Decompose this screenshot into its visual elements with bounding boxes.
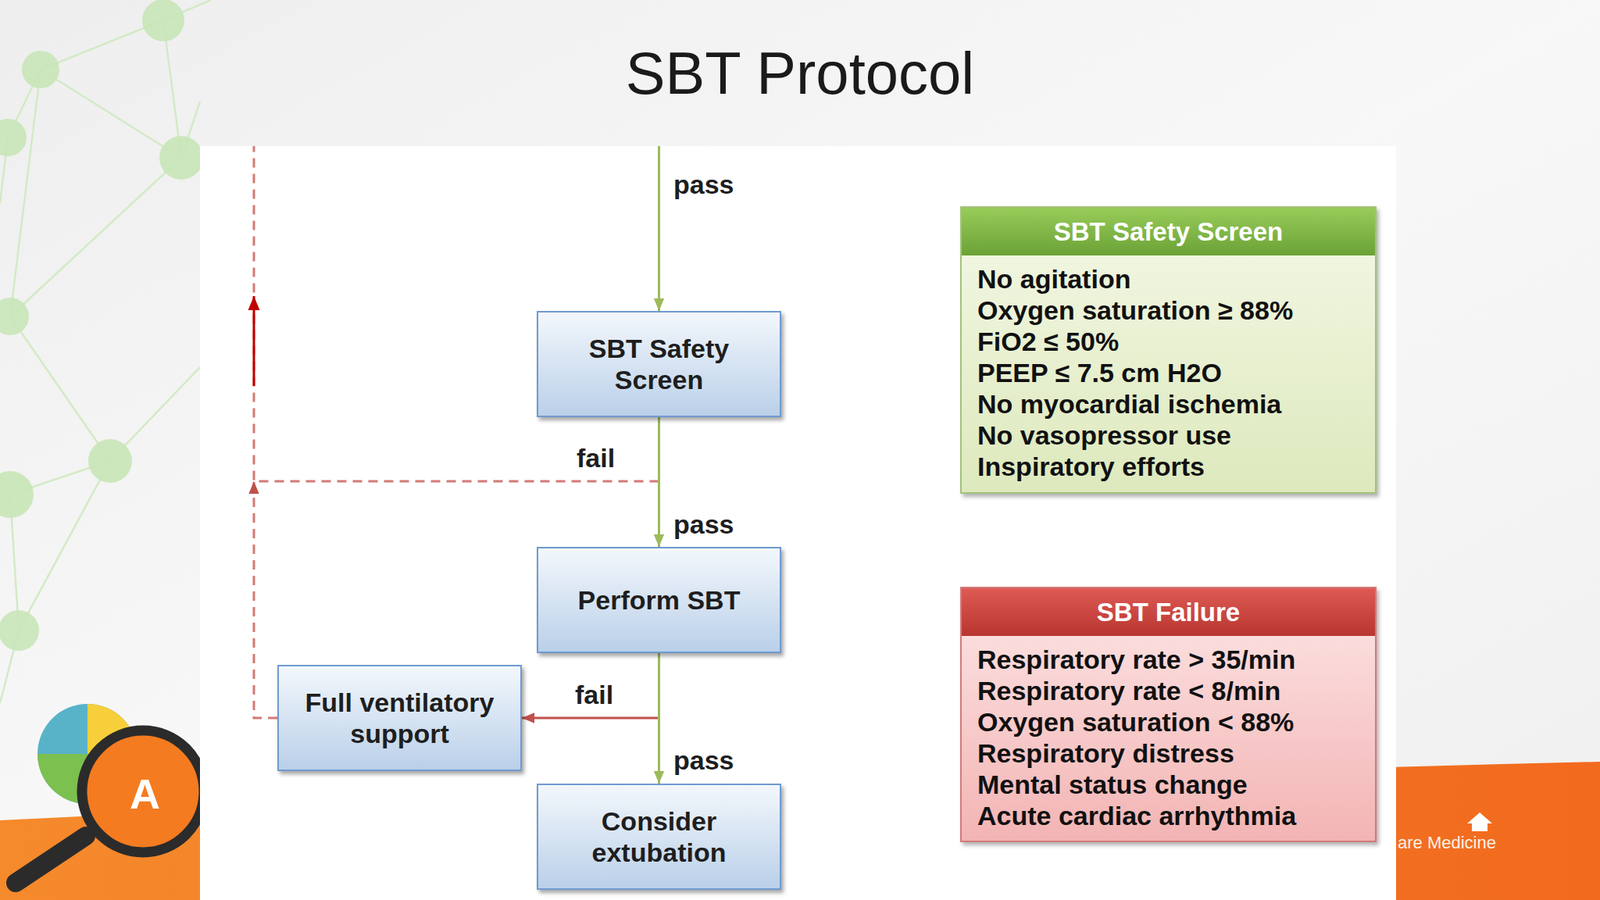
process-box: Perform SBT xyxy=(536,546,782,654)
brand-watermark: are Medicine xyxy=(1397,819,1497,867)
flow-label: fail xyxy=(575,678,614,711)
panel-heading: SBT Safety Screen xyxy=(961,207,1375,256)
flow-label: pass xyxy=(673,744,735,776)
process-box: Full ventilatory support xyxy=(277,664,522,772)
criteria-item: Oxygen saturation < 88% xyxy=(977,706,1360,738)
content-panel xyxy=(200,146,1397,900)
retry-loop-line xyxy=(253,481,278,718)
logo-letter: A xyxy=(129,770,161,818)
entry-arrow xyxy=(657,146,661,311)
box-label: Consider extubation xyxy=(546,805,772,868)
process-box: SBT Safety Screen xyxy=(536,310,782,418)
box-label: SBT Safety Screen xyxy=(546,332,772,396)
criteria-item: PEEP ≤ 7.5 cm H2O xyxy=(977,357,1360,389)
panel-body: No agitationOxygen saturation ≥ 88%FiO2 … xyxy=(961,255,1375,490)
box-text: SBT Safety Screen xyxy=(546,332,772,396)
criteria-item: No agitation xyxy=(977,263,1360,295)
network-lines xyxy=(0,0,211,704)
criteria-item: Inspiratory efforts xyxy=(977,450,1360,483)
box-label: Full ventilatory support xyxy=(286,686,513,750)
box-text: Perform SBT xyxy=(578,584,741,616)
criteria-item: Respiratory rate < 8/min xyxy=(977,675,1360,707)
process-box: Consider extubation xyxy=(536,783,782,890)
box-text: Full ventilatory support xyxy=(286,686,513,750)
criteria-item: Respiratory distress xyxy=(977,737,1360,769)
criteria-item: Oxygen saturation ≥ 88% xyxy=(977,294,1360,326)
slide-title: SBT Protocol xyxy=(0,38,1600,109)
criteria-item: Respiratory rate > 35/min xyxy=(977,643,1360,675)
flow-label: pass xyxy=(673,160,735,208)
magnifier-logo xyxy=(15,703,204,883)
brand-icon xyxy=(1467,812,1493,832)
flow-label: fail xyxy=(576,434,615,482)
box-label: Perform SBT xyxy=(578,584,741,616)
panel-body: Respiratory rate > 35/minRespiratory rat… xyxy=(961,635,1375,840)
criteria-panel: SBT FailureRespiratory rate > 35/minResp… xyxy=(960,586,1377,843)
criteria-item: Mental status change xyxy=(977,768,1360,800)
flow-connector xyxy=(657,417,661,547)
flow-connector xyxy=(657,653,661,784)
box-text: Consider extubation xyxy=(546,805,772,868)
criteria-item: No vasopressor use xyxy=(977,419,1360,451)
criteria-item: FiO2 ≤ 50% xyxy=(977,325,1360,358)
criteria-item: Acute cardiac arrhythmia xyxy=(977,800,1360,832)
panel-heading: SBT Failure xyxy=(961,588,1375,636)
flow-connector xyxy=(521,653,660,718)
criteria-panel: SBT Safety ScreenNo agitationOxygen satu… xyxy=(960,206,1377,494)
retry-arrow xyxy=(253,296,256,386)
network-dots xyxy=(0,0,204,651)
flow-label: pass xyxy=(673,508,735,540)
criteria-item: No myocardial ischemia xyxy=(977,388,1360,420)
